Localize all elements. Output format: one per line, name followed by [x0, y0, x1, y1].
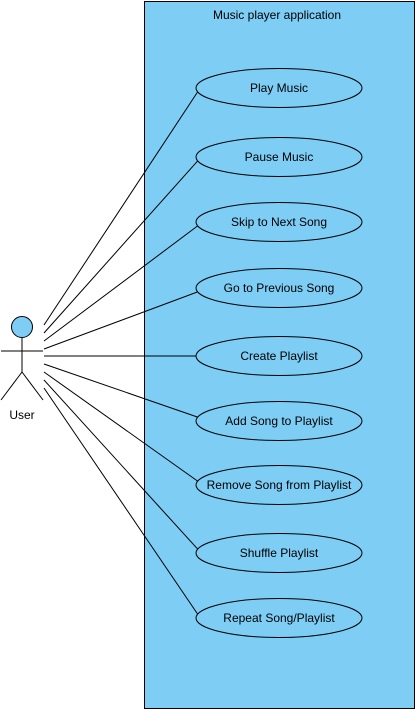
use-case-label: Play Music	[250, 81, 308, 95]
use-case-label: Remove Song from Playlist	[207, 478, 352, 492]
use-case[interactable]: Go to Previous Song	[195, 268, 363, 308]
actor-right-leg	[21, 371, 44, 401]
use-case-label: Skip to Next Song	[231, 215, 327, 229]
use-case-ellipse	[195, 137, 363, 177]
use-case-label: Create Playlist	[240, 349, 318, 363]
association-line	[43, 291, 198, 350]
association-line	[43, 363, 198, 418]
association-line	[43, 160, 199, 334]
actor-user[interactable]: User	[0, 316, 44, 423]
association-line	[43, 91, 199, 326]
association-line	[43, 387, 199, 615]
use-case[interactable]: Skip to Next Song	[195, 202, 363, 242]
actor-label: User	[9, 408, 34, 422]
use-case-label: Repeat Song/Playlist	[223, 611, 335, 625]
use-case[interactable]: Shuffle Playlist	[195, 533, 363, 573]
use-case-ellipse	[195, 465, 363, 505]
use-case[interactable]: Add Song to Playlist	[195, 401, 363, 441]
actor-head	[11, 316, 33, 338]
use-case-ellipse	[195, 533, 363, 573]
associations	[43, 91, 199, 615]
use-case[interactable]: Create Playlist	[195, 336, 363, 376]
use-case[interactable]: Play Music	[195, 68, 363, 108]
use-case-label: Add Song to Playlist	[225, 414, 333, 428]
use-case[interactable]: Pause Music	[195, 137, 363, 177]
use-case[interactable]: Repeat Song/Playlist	[195, 598, 363, 638]
use-case-label: Go to Previous Song	[224, 281, 335, 295]
use-case-ellipse	[195, 202, 363, 242]
use-case-ellipse	[195, 268, 363, 308]
association-line	[43, 379, 199, 550]
system-title: Music player application	[213, 8, 341, 22]
use-case-ellipse	[195, 598, 363, 638]
use-case-ellipse	[195, 401, 363, 441]
use-case-label: Pause Music	[245, 150, 314, 164]
use-case[interactable]: Remove Song from Playlist	[195, 465, 363, 505]
use-case-label: Shuffle Playlist	[240, 546, 319, 560]
actor-left-leg	[0, 371, 23, 401]
use-case-ellipse	[195, 68, 363, 108]
association-line	[43, 371, 198, 482]
use-case-ellipse	[195, 336, 363, 376]
association-line	[43, 225, 198, 342]
